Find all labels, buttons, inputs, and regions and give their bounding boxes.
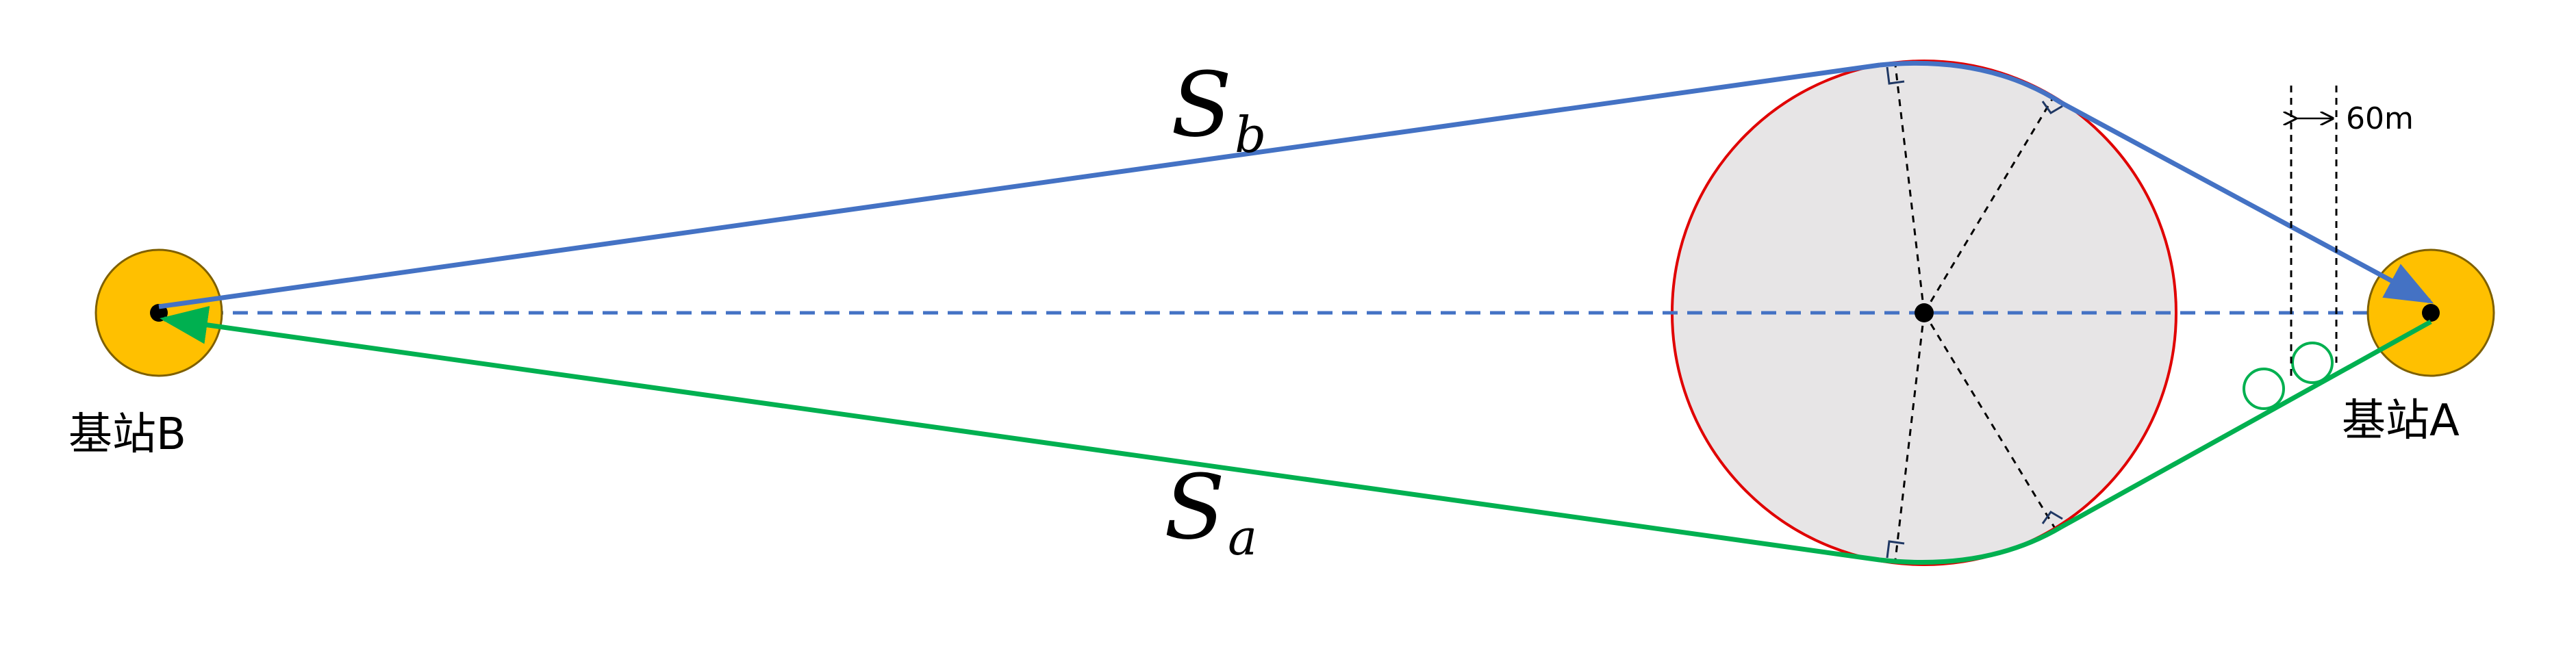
path-sb-segment-1 (158, 62, 1880, 309)
spacing-guides (2290, 86, 2338, 378)
radius-line-bottom-left (1894, 312, 1925, 561)
right-angle-marker (1886, 540, 1905, 559)
path-sb-segment-2 (2060, 100, 2434, 304)
radius-line-top-right (1923, 95, 2056, 313)
path-sa-segment-1 (2060, 319, 2432, 530)
path-sb-subscript: b (1235, 106, 1266, 164)
relay-circle (2243, 368, 2285, 410)
station-b-label: 基站B (68, 409, 186, 460)
station-a (2366, 248, 2495, 377)
path-sa-segment-2 (160, 306, 1880, 563)
path-sa-subscript: a (1228, 509, 1257, 566)
relay-circles (2243, 342, 2334, 410)
right-angle-marker (1886, 66, 1905, 85)
relay-circle (2291, 342, 2334, 384)
path-sa-symbol: S (1164, 455, 1225, 559)
right-angle-markers (1886, 66, 2063, 559)
radius-line-top-left (1894, 64, 1925, 313)
station-a-dot (2422, 304, 2440, 322)
path-sa (160, 306, 2432, 565)
path-sb-label: Sb (1171, 53, 1266, 164)
radius-lines (1894, 64, 2056, 561)
obstacle-center-dot (1915, 303, 1934, 322)
right-angle-marker (2041, 511, 2063, 524)
radius-line-bottom-right (1923, 312, 2056, 528)
path-sb (158, 60, 2434, 309)
station-b (94, 248, 223, 377)
path-sa-label: Sa (1164, 455, 1257, 566)
right-angle-marker (2041, 101, 2063, 114)
path-sb-arc (1879, 60, 2062, 105)
station-a-label: 基站A (2342, 396, 2460, 446)
spacing-label: 60m (2346, 101, 2414, 136)
path-sb-symbol: S (1171, 53, 1232, 157)
path-sa-arc (1879, 524, 2062, 565)
